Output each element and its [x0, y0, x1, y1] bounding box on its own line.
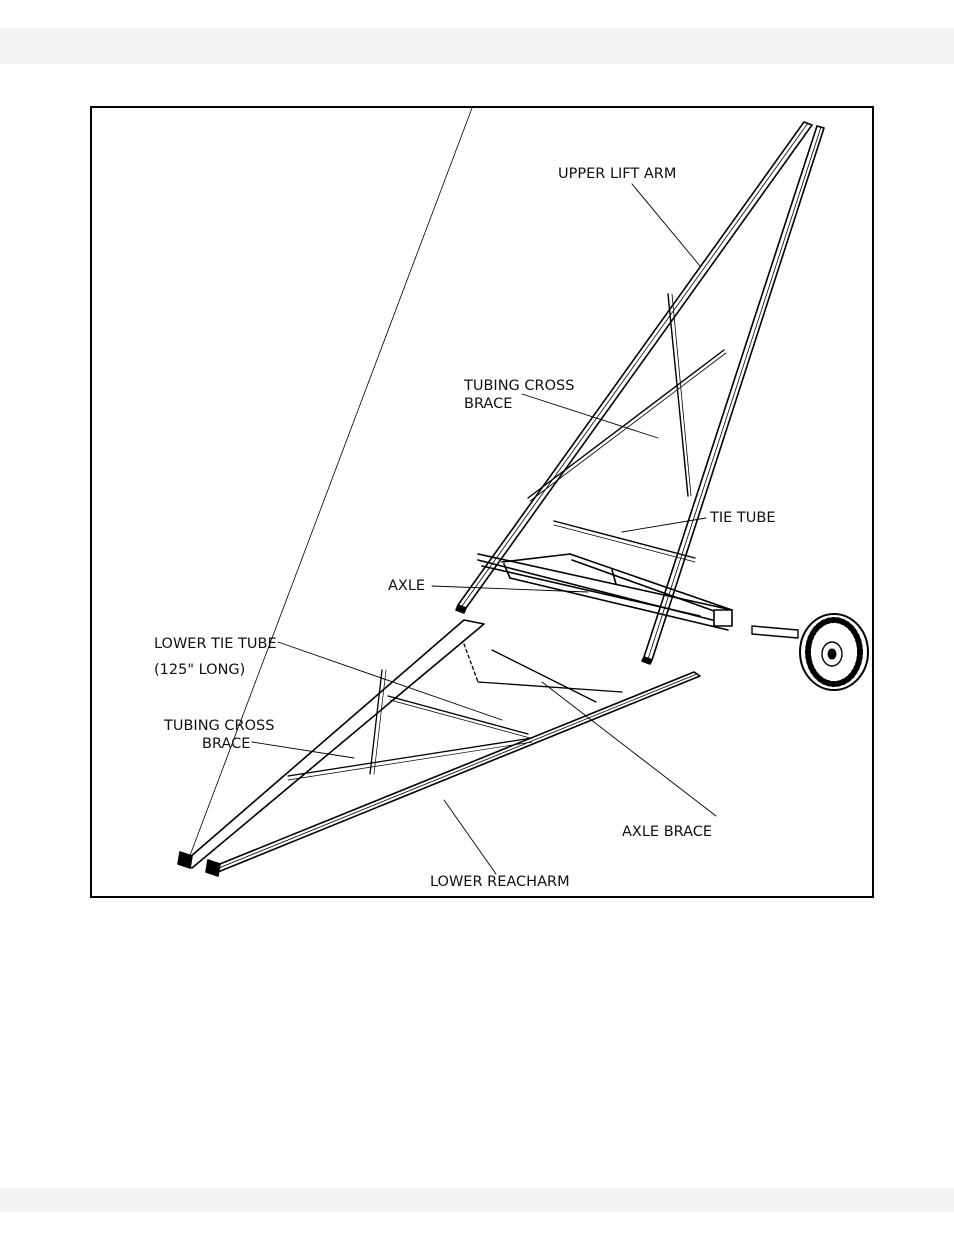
header-band	[0, 28, 954, 64]
lower-reacharm	[205, 671, 701, 877]
label-upper-lift-arm: UPPER LIFT ARM	[558, 166, 676, 182]
axle-frame	[477, 553, 733, 631]
lower-tubing-cross-brace	[287, 669, 533, 781]
lower-tie-tube	[387, 695, 531, 739]
label-lower-tie-tube-2: (125" LONG)	[154, 662, 245, 678]
assembly-drawing: UPPER LIFT ARM TUBING CROSS BRACE TIE TU…	[154, 108, 869, 890]
label-lower-tie-tube-1: LOWER TIE TUBE	[154, 636, 277, 652]
label-tubing-cross-brace-bottom-2: BRACE	[202, 736, 250, 752]
label-lower-reacharm: LOWER REACHARM	[430, 874, 570, 890]
label-axle: AXLE	[388, 578, 425, 594]
assembly-diagram: UPPER LIFT ARM TUBING CROSS BRACE TIE TU…	[90, 106, 874, 898]
label-tie-tube: TIE TUBE	[709, 510, 775, 526]
axle-brace	[463, 643, 623, 703]
wheel-assembly	[751, 613, 869, 691]
upper-tubing-cross-brace	[527, 293, 727, 502]
label-tubing-cross-brace-top-2: BRACE	[464, 396, 512, 412]
lower-tie-tube-arm	[177, 108, 485, 869]
upper-lift-arm-left	[455, 121, 813, 614]
footer-band	[0, 1188, 954, 1212]
tie-tube	[553, 520, 696, 563]
upper-lift-arm-right	[641, 125, 825, 665]
label-axle-brace: AXLE BRACE	[622, 824, 712, 840]
leader-lines	[251, 183, 717, 875]
label-tubing-cross-brace-bottom-1: TUBING CROSS	[163, 718, 274, 734]
label-tubing-cross-brace-top-1: TUBING CROSS	[463, 378, 574, 394]
